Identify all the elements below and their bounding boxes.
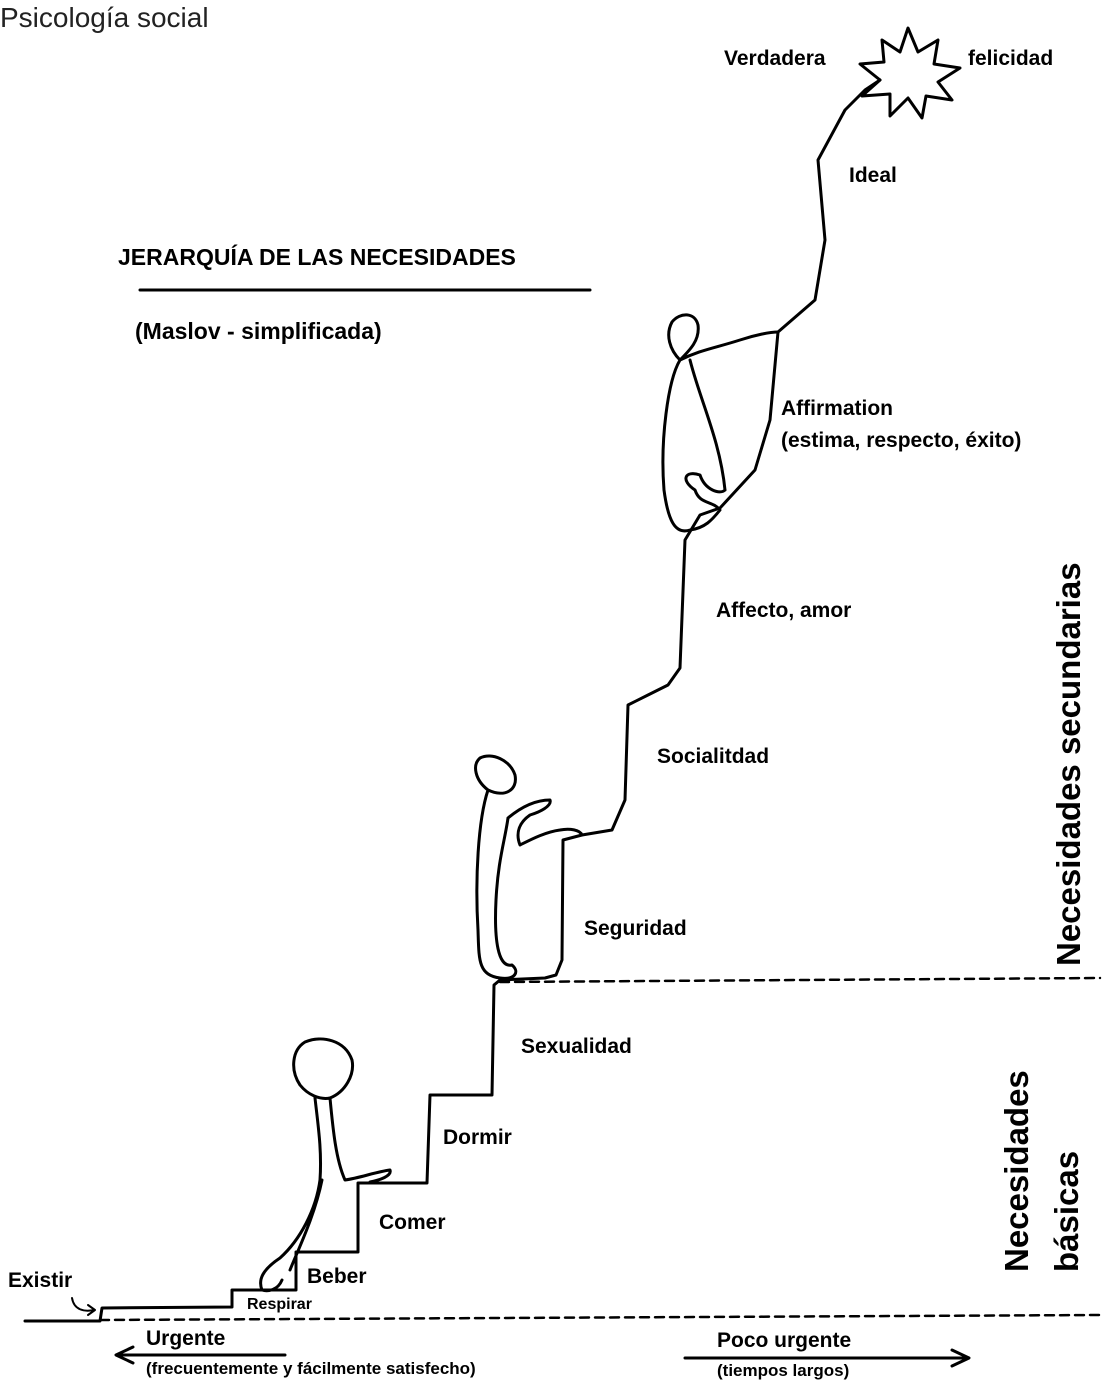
label-verdadera: Verdadera: [724, 48, 826, 69]
label-affirmation-detail: (estima, respecto, éxito): [781, 430, 1021, 451]
label-afecto: Affecto, amor: [716, 600, 851, 621]
header-text: Psicología social: [0, 4, 209, 32]
label-affirmation: Affirmation: [781, 398, 893, 419]
climber-middle: [476, 756, 582, 978]
label-felicidad: felicidad: [968, 48, 1053, 69]
label-seguridad: Seguridad: [584, 918, 687, 939]
star-icon: [860, 28, 960, 118]
label-socialidad: Socialitdad: [657, 746, 769, 767]
label-comer: Comer: [379, 1212, 446, 1233]
label-existir: Existir: [8, 1270, 72, 1291]
existir-pointer: [72, 1298, 95, 1315]
side-label-basicas-2: básicas: [1050, 1151, 1083, 1272]
label-respirar: Respirar: [247, 1297, 312, 1313]
side-label-basicas-1: Necesidades: [1000, 1070, 1033, 1272]
climber-top: [663, 315, 778, 531]
side-label-secundarias: Necesidades secundarias: [1052, 562, 1085, 966]
axis-poco-urgente: Poco urgente: [717, 1330, 851, 1351]
basic-divider-line: [100, 1315, 1100, 1320]
diagram-subtitle: (Maslov - simplificada): [135, 320, 382, 343]
label-dormir: Dormir: [443, 1127, 512, 1148]
label-ideal: Ideal: [849, 165, 897, 186]
label-sexualidad: Sexualidad: [521, 1036, 632, 1057]
label-beber: Beber: [307, 1266, 367, 1287]
diagram-title: JERARQUÍA DE LAS NECESIDADES: [118, 246, 516, 269]
axis-urgente-sub: (frecuentemente y fácilmente satisfecho): [146, 1360, 476, 1377]
secondary-divider-line: [500, 978, 1100, 982]
axis-poco-urgente-sub: (tiempos largos): [717, 1362, 849, 1379]
axis-urgente: Urgente: [146, 1328, 225, 1349]
